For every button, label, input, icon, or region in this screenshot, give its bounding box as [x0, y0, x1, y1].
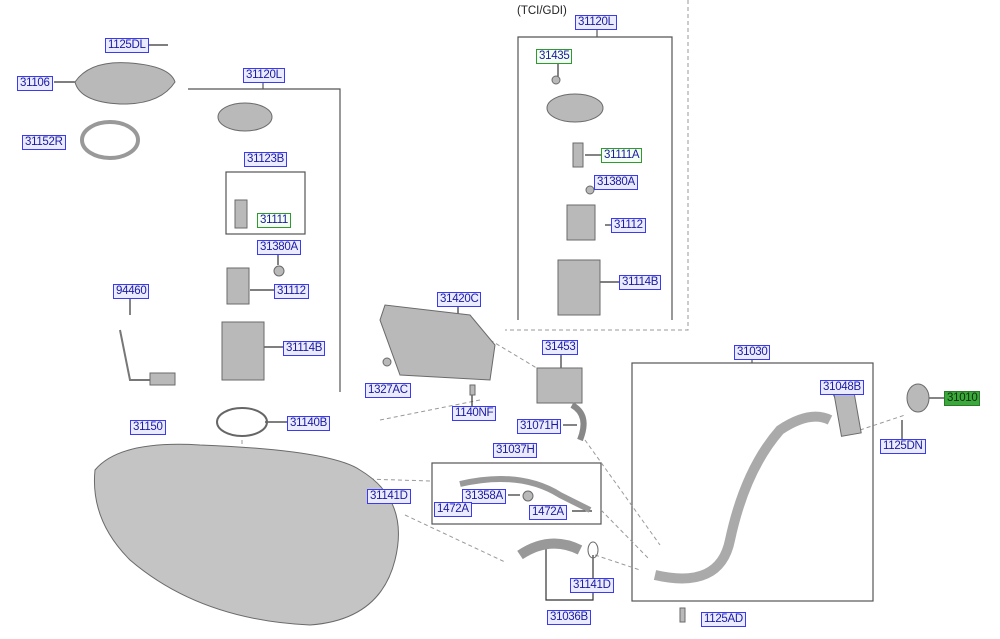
tci-part-label-31114B[interactable]: 31114B	[619, 275, 662, 290]
part-label-31010-selected[interactable]: 31010	[944, 391, 981, 406]
part-label-94460[interactable]: 94460	[113, 284, 150, 299]
tci-part-label-31380A[interactable]: 31380A	[594, 175, 638, 190]
part-label-31036B[interactable]: 31036B	[547, 610, 591, 625]
variant-caption: (TCI/GDI)	[517, 5, 567, 17]
part-label-31037H[interactable]: 31037H	[493, 443, 538, 458]
tci-part-label-31435[interactable]: 31435	[536, 49, 573, 64]
part-label-31150[interactable]: 31150	[130, 420, 166, 435]
part-label-1125DN[interactable]: 1125DN	[880, 439, 926, 454]
part-label-31114B[interactable]: 31114B	[283, 341, 326, 356]
part-label-31030[interactable]: 31030	[734, 345, 771, 360]
part-label-1472A[interactable]: 1472A	[529, 505, 567, 520]
part-label-1125DL[interactable]: 1125DL	[105, 38, 149, 53]
part-label-1327AC[interactable]: 1327AC	[365, 383, 411, 398]
part-label-31111[interactable]: 31111	[257, 213, 291, 228]
part-label-31071H[interactable]: 31071H	[517, 419, 562, 434]
part-label-1472A[interactable]: 1472A	[434, 502, 472, 517]
part-label-31048B[interactable]: 31048B	[820, 380, 864, 395]
part-label-1125AD[interactable]: 1125AD	[701, 612, 746, 627]
part-label-31141D[interactable]: 31141D	[570, 578, 614, 593]
part-label-31420C[interactable]: 31420C	[437, 292, 482, 307]
part-label-31140B[interactable]: 31140B	[287, 416, 330, 431]
part-label-31141D[interactable]: 31141D	[367, 489, 411, 504]
part-label-31380A[interactable]: 31380A	[257, 240, 301, 255]
part-label-1140NF[interactable]: 1140NF	[452, 406, 497, 421]
part-label-31453[interactable]: 31453	[542, 340, 579, 355]
tci-part-label-31111A[interactable]: 31111A	[601, 148, 643, 163]
part-label-31123B[interactable]: 31123B	[244, 152, 287, 167]
tci-part-label-31112[interactable]: 31112	[611, 218, 646, 233]
tci-part-label-31120L[interactable]: 31120L	[575, 15, 617, 30]
part-label-31112[interactable]: 31112	[274, 284, 309, 299]
part-label-31152R[interactable]: 31152R	[22, 135, 66, 150]
part-label-31106[interactable]: 31106	[17, 76, 53, 91]
part-label-31120L[interactable]: 31120L	[243, 68, 285, 83]
part-label-31358A[interactable]: 31358A	[462, 489, 506, 504]
